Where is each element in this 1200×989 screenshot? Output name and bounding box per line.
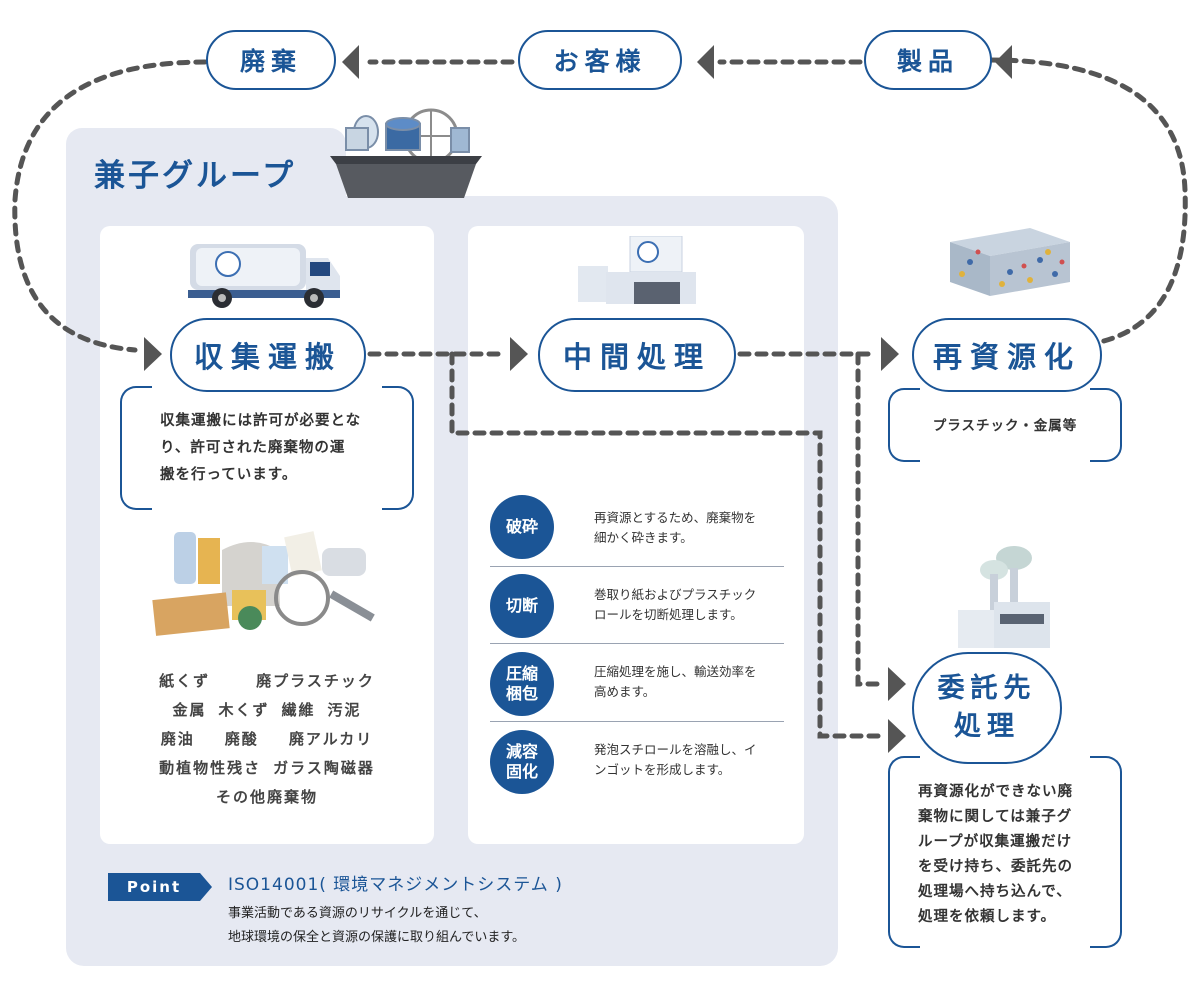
truck-illustration [188,244,340,308]
point-badge [108,873,212,901]
process-divider [490,721,784,722]
waste-types-row: 廃油廃酸廃アルカリ [160,730,374,748]
node-chukan-shori: 中間処理 [538,318,736,392]
iso-title: ISO14001( 環境マネジメントシステム ) [228,875,563,895]
itakusaki-description-line: 処理場へ持ち込んで、 [918,884,1072,900]
process-description: 圧縮処理を施し、輸送効率を 高めます。 [594,664,757,699]
arrow-into-itakusaki-upper [888,667,906,701]
waste-bin-illustration [330,108,482,198]
process-description: 再資源とするため、廃棄物を 細かく砕きます。 [594,510,757,545]
arrow-into-shushu [144,337,162,371]
node-shushu-unpan: 収集運搬 [170,318,366,392]
itakusaki-description-line: 棄物に関しては兼子グ [918,809,1073,825]
factory-illustration [958,546,1050,648]
saishigenka-description: プラスチック・金属等 [932,418,1078,434]
node-seihin: 製品 [864,30,992,90]
bale-illustration [950,228,1070,296]
iso-description-line: 地球環境の保全と資源の保護に取り組んでいます。 [228,930,526,945]
process-badge-hasai: 破砕 [490,495,554,559]
process-description: 発泡スチロールを溶融し、イ ンゴットを形成します。 [594,742,757,777]
connector-to-itakusaki-lower [449,351,883,739]
arrow-into-okyakusama [697,45,714,79]
node-saishigenka: 再資源化 [912,318,1102,392]
itakusaki-description-line: 再資源化ができない廃 [918,784,1073,800]
connector-to-itakusaki-upper [855,351,883,687]
point-badge-label: Point [126,878,182,896]
process-description: 巻取り紙およびプラスチック ロールを切断処理します。 [594,587,757,622]
node-itakusaki-shori: 委託先 処理 [912,652,1062,764]
itakusaki-description-line: を受け持ち、委託先の [918,859,1073,875]
group-title: 兼子グループ [94,158,297,194]
arrow-into-seihin [995,45,1012,79]
itakusaki-description-line: 処理を依頼します。 [918,909,1057,925]
process-divider [490,643,784,644]
waste-types-row: 金属木くず繊維汚泥 [172,701,362,719]
arrow-into-itakusaki-lower [888,719,906,753]
waste-types-row: 動植物性残さガラス陶磁器 [159,759,375,777]
itakusaki-description-box: 再資源化ができない廃 棄物に関しては兼子グ ループが収集運搬だけ を受け持ち、委… [888,756,1122,948]
collection-description-line: 収集運搬には許可が必要とな [160,413,362,429]
process-badge-setsudan: 切断 [490,574,554,638]
process-badge-genyo-koka: 減容 固化 [490,730,554,794]
saishigenka-description-box: プラスチック・金属等 [888,388,1122,462]
node-haiki: 廃棄 [206,30,336,90]
process-divider [490,566,784,567]
connector-seihin-loop [987,57,1188,345]
facility-illustration [578,236,696,304]
arrow-into-saishigenka [881,337,899,371]
collection-description-line: り、許可された廃棄物の運 [160,440,346,456]
process-badge-asshuku-konpo: 圧縮 梱包 [490,652,554,716]
waste-pile-illustration [152,531,375,636]
waste-types-row: 紙くず廃プラスチック [159,672,375,690]
arrow-into-chukan [510,337,528,371]
iso-description-line: 事業活動である資源のリサイクルを通じて、 [228,906,487,921]
arrow-into-haiki [342,45,359,79]
collection-description-box: 収集運搬には許可が必要とな り、許可された廃棄物の運 搬を行っています。 [120,386,414,510]
itakusaki-description-line: ループが収集運搬だけ [918,834,1073,850]
connector-haiki-loop [12,59,208,353]
collection-description-line: 搬を行っています。 [160,467,298,483]
node-okyakusama: お客様 [518,30,682,90]
waste-types-row: その他廃棄物 [215,788,318,806]
